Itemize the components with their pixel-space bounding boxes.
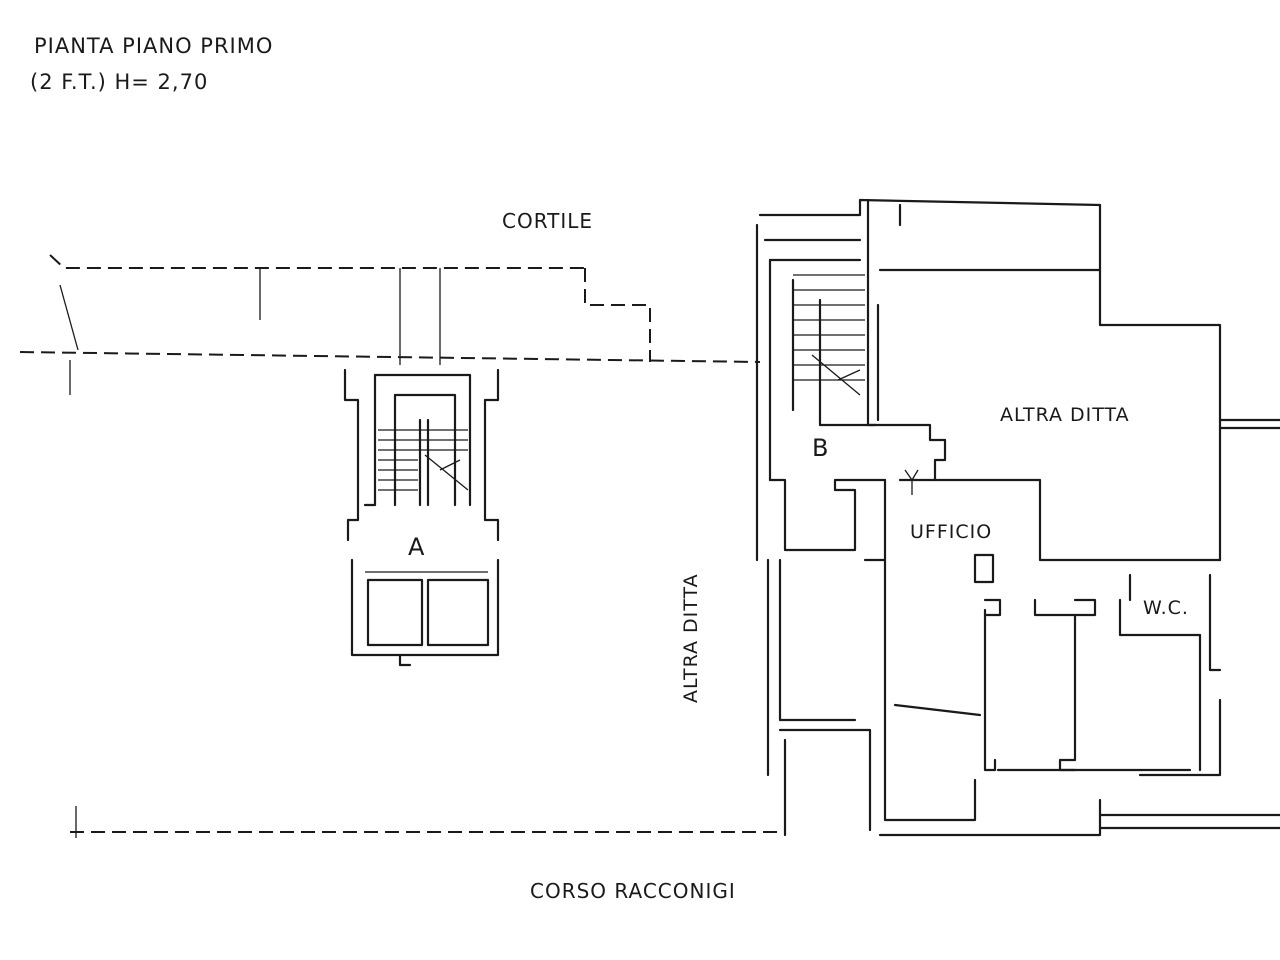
- stair-core-a: [343, 368, 500, 667]
- courtyard-label: CORTILE: [502, 209, 593, 233]
- altra-ditta-right-label: ALTRA DITTA: [1000, 404, 1130, 426]
- altra-ditta-vertical-label: ALTRA DITTA: [680, 573, 702, 703]
- wc-label: W.C.: [1143, 597, 1189, 619]
- plan-title: PIANTA PIANO PRIMO: [34, 34, 273, 58]
- ufficio-label: UFFICIO: [910, 521, 992, 543]
- stair-a-label: A: [408, 533, 425, 561]
- courtyard-outline: [19, 254, 761, 395]
- street-label: CORSO RACCONIGI: [530, 879, 736, 903]
- stair-b-label: B: [812, 434, 829, 462]
- right-building: [755, 198, 1280, 837]
- street-line: [70, 806, 785, 838]
- plan-subtitle: (2 F.T.) H= 2,70: [30, 70, 208, 94]
